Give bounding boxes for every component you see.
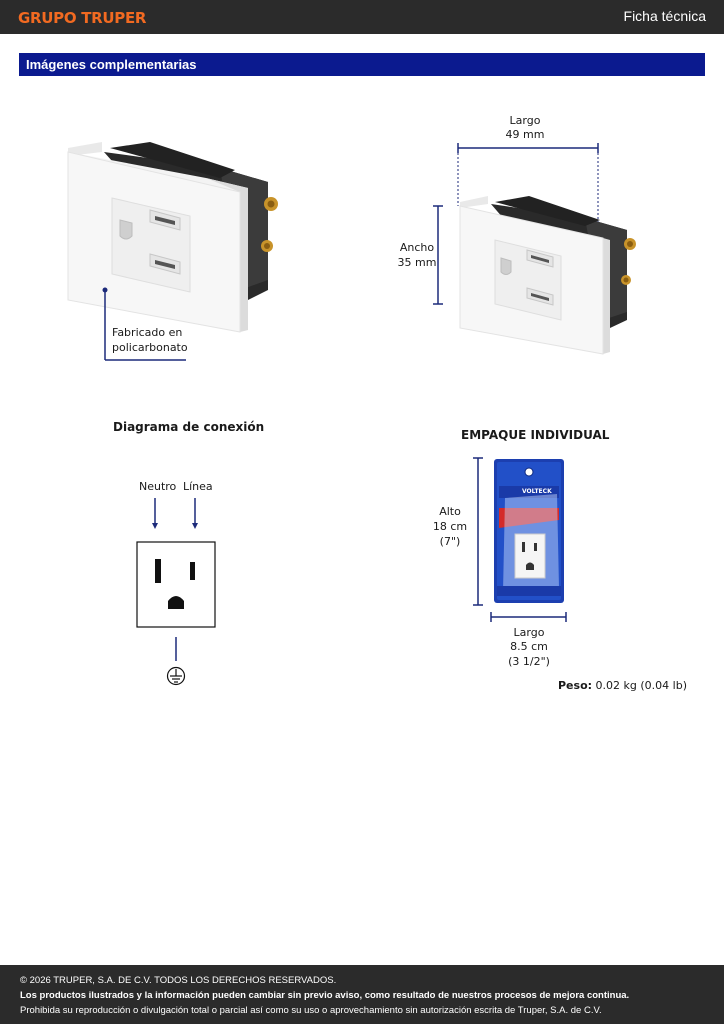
outlet-image-small bbox=[459, 196, 636, 355]
length-value: 49 mm bbox=[505, 128, 545, 141]
package-length-value: 8.5 cm bbox=[510, 640, 548, 653]
footer-copyright: © 2026 TRUPER, S.A. DE C.V. TODOS LOS DE… bbox=[20, 975, 337, 986]
line-label: Línea bbox=[183, 480, 213, 493]
outlet-image-large bbox=[67, 142, 278, 333]
package-length-label: Largo bbox=[513, 626, 545, 639]
package-height-value: 18 cm bbox=[432, 520, 468, 533]
header-bar: GRUPO TRUPER Ficha técnica bbox=[0, 0, 724, 34]
packaging-title: EMPAQUE INDIVIDUAL bbox=[461, 428, 610, 442]
package-dimension-lines bbox=[473, 457, 567, 622]
brand-logo: GRUPO TRUPER bbox=[18, 9, 147, 27]
package-brand: VOLTECK bbox=[522, 488, 552, 495]
footer-disclaimer: Los productos ilustrados y la informació… bbox=[20, 990, 630, 1001]
footer-prohibition: Prohibida su reproducción o divulgación … bbox=[20, 1005, 602, 1016]
footer-bar: © 2026 TRUPER, S.A. DE C.V. TODOS LOS DE… bbox=[0, 965, 724, 1024]
weight-label: Peso: bbox=[558, 679, 593, 692]
material-label-line1: Fabricado en bbox=[112, 326, 183, 339]
width-value: 35 mm bbox=[397, 256, 437, 269]
connection-diagram bbox=[136, 498, 216, 661]
weight-row: Peso: 0.02 kg (0.04 lb) bbox=[558, 679, 687, 693]
package-height-inches: (7") bbox=[439, 535, 461, 548]
weight-value: 0.02 kg (0.04 lb) bbox=[595, 679, 687, 692]
material-label-line2: policarbonato bbox=[112, 341, 188, 354]
section-title: Imágenes complementarias bbox=[26, 57, 197, 72]
ground-icon bbox=[166, 666, 186, 686]
neutral-label: Neutro bbox=[139, 480, 177, 493]
dimension-lines bbox=[433, 143, 599, 305]
length-label: Largo bbox=[509, 114, 541, 127]
package-image bbox=[494, 459, 564, 603]
diagram-title: Diagrama de conexión bbox=[113, 420, 265, 434]
document-type: Ficha técnica bbox=[623, 8, 706, 24]
width-label: Ancho bbox=[399, 241, 435, 254]
package-height-label: Alto bbox=[439, 505, 461, 518]
material-callout-line bbox=[102, 287, 186, 361]
section-bar: Imágenes complementarias bbox=[19, 53, 705, 76]
package-length-inches: (3 1/2") bbox=[508, 655, 550, 668]
